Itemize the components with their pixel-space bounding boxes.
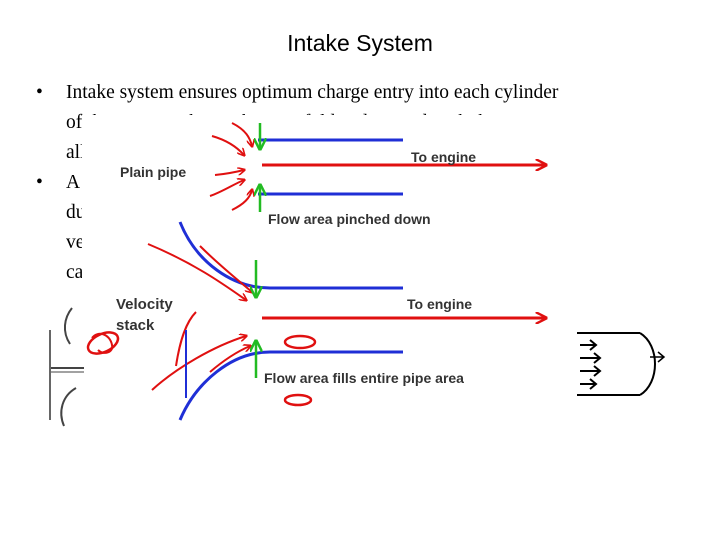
annotation-scribble	[86, 331, 120, 355]
diagram-background	[82, 115, 577, 427]
bullet-marker: •	[36, 172, 43, 193]
velocity-stack-label: stack	[116, 317, 155, 334]
plain-pipe-figure: Plain pipe To engine Flow area pinched d…	[120, 122, 545, 227]
pinched-label: Flow area pinched down	[268, 211, 431, 227]
to-engine-label-top: To engine	[411, 149, 476, 165]
fills-label: Flow area fills entire pipe area	[264, 370, 464, 386]
bellmouth-top	[178, 221, 403, 290]
annotation-scribble	[283, 334, 317, 350]
left-partial-figure	[48, 300, 84, 428]
bullet-marker: •	[36, 82, 43, 103]
bellmouth-bottom	[178, 350, 403, 421]
bullet-text-line: Intake system ensures optimum charge ent…	[66, 82, 559, 103]
velocity-stack-figure: Velocity stack To engine Flow area fills…	[86, 221, 545, 421]
to-engine-label-bottom: To engine	[407, 296, 472, 312]
right-partial-figure	[577, 330, 672, 398]
slide-title: Intake System	[287, 30, 433, 56]
velocity-stack-label: Velocity	[116, 296, 173, 313]
plain-pipe-label: Plain pipe	[120, 164, 186, 180]
annotation-scribble	[283, 393, 313, 407]
